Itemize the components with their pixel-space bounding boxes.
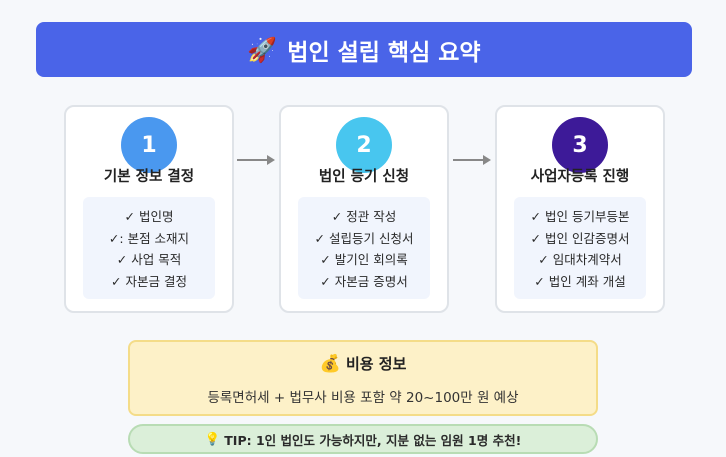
- money-bag-icon: 💰: [319, 354, 341, 374]
- list-item: ✓ 설립등기 신청서: [314, 230, 414, 246]
- page-title: 법인 설립 핵심 요약: [287, 39, 481, 66]
- list-item: ✓ 법인 인감증명서: [530, 230, 630, 246]
- tip-text: TIP: 1인 법인도 가능하지만, 지분 없는 임원 1명 추천!: [224, 432, 522, 448]
- list-item: ✓ 자본금 결정: [111, 273, 187, 289]
- list-item: ✓ 자본금 증명서: [320, 273, 408, 289]
- list-item: ✓ 법인 계좌 개설: [534, 273, 626, 289]
- list-item: ✓: 본점 소재지: [108, 230, 190, 246]
- cost-info-box: 💰 비용 정보 등록면허세 + 법무사 비용 포함 약 20~100만 원 예상: [128, 340, 598, 416]
- step-title: 법인 등기 신청: [318, 169, 410, 185]
- cost-description: 등록면허세 + 법무사 비용 포함 약 20~100만 원 예상: [207, 390, 519, 406]
- tip-banner: 💡 TIP: 1인 법인도 가능하지만, 지분 없는 임원 1명 추천!: [128, 424, 598, 454]
- list-item: ✓ 임대차계약서: [538, 252, 622, 268]
- step-card-2: 2 법인 등기 신청 ✓ 정관 작성 ✓ 설립등기 신청서 ✓ 발기인 회의록 …: [279, 105, 449, 313]
- list-item: ✓ 정관 작성: [331, 209, 397, 225]
- list-item: ✓ 법인 등기부등본: [530, 209, 630, 225]
- title-banner: 🚀 법인 설립 핵심 요약: [36, 22, 692, 77]
- step-card-3: 3 사업자등록 진행 ✓ 법인 등기부등본 ✓ 법인 인감증명서 ✓ 임대차계약…: [495, 105, 665, 313]
- cost-title: 💰 비용 정보: [130, 353, 596, 374]
- list-item: ✓ 법인명: [124, 209, 174, 225]
- step-checklist: ✓ 법인명 ✓: 본점 소재지 ✓ 사업 목적 ✓ 자본금 결정: [83, 197, 215, 299]
- cost-title-label: 비용 정보: [345, 355, 407, 373]
- list-item: ✓ 사업 목적: [116, 252, 182, 268]
- step-checklist: ✓ 정관 작성 ✓ 설립등기 신청서 ✓ 발기인 회의록 ✓ 자본금 증명서: [298, 197, 430, 299]
- rocket-icon: 🚀: [247, 35, 278, 64]
- lightbulb-icon: 💡: [204, 431, 221, 446]
- arrow-right-icon: [237, 155, 275, 165]
- step-title: 사업자등록 진행: [530, 169, 630, 185]
- step-title: 기본 정보 결정: [103, 169, 195, 185]
- list-item: ✓ 발기인 회의록: [320, 252, 408, 268]
- step-checklist: ✓ 법인 등기부등본 ✓ 법인 인감증명서 ✓ 임대차계약서 ✓ 법인 계좌 개…: [514, 197, 646, 299]
- step-number-badge: 3: [552, 117, 608, 173]
- step-card-1: 1 기본 정보 결정 ✓ 법인명 ✓: 본점 소재지 ✓ 사업 목적 ✓ 자본금…: [64, 105, 234, 313]
- step-number-badge: 1: [121, 117, 177, 173]
- arrow-right-icon: [453, 155, 491, 165]
- step-number-badge: 2: [336, 117, 392, 173]
